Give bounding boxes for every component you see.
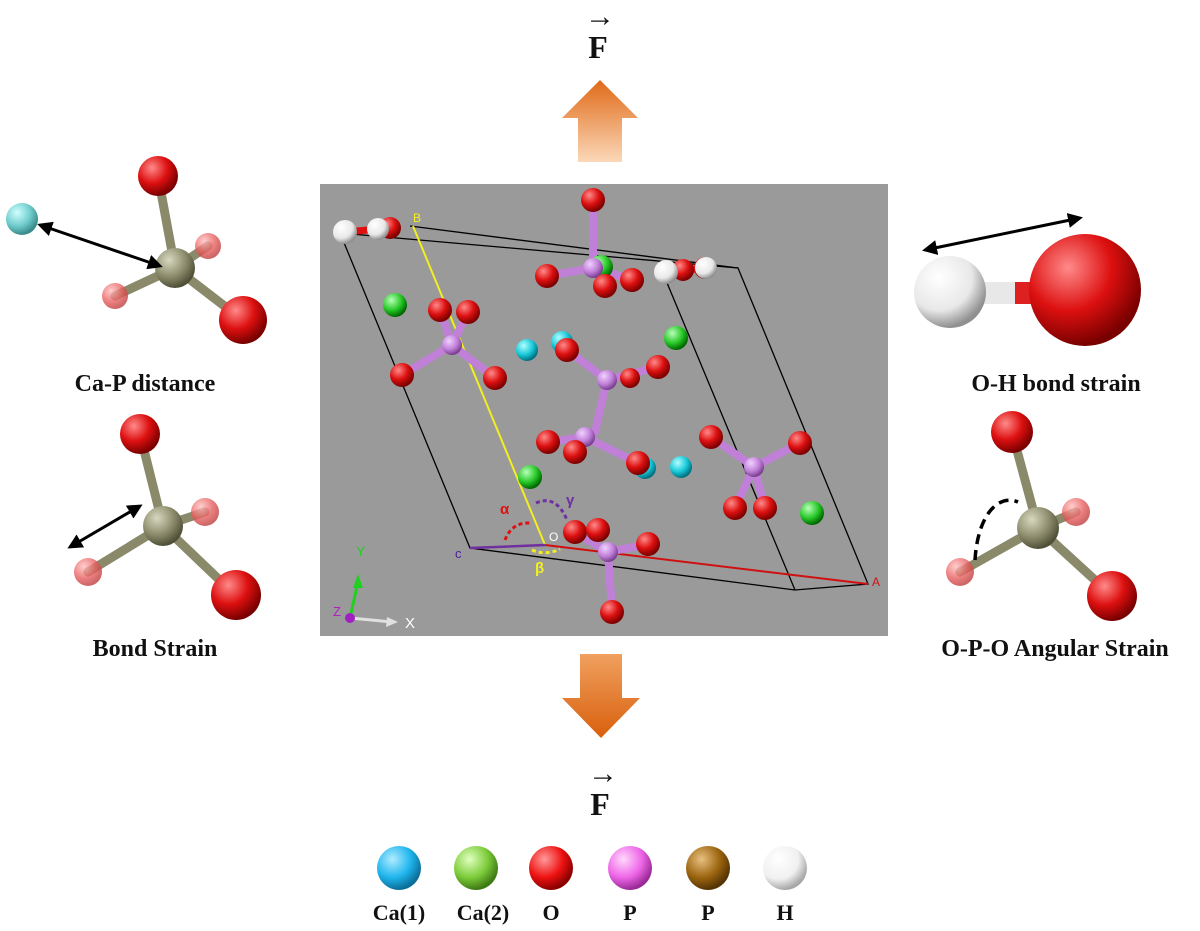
top-force-arrow [562,80,638,162]
axis-triad: Y Z X [333,543,415,632]
svg-text:Ca(1): Ca(1) [373,900,426,925]
bottom-force: → F [562,654,640,822]
ca-p-distance-label: Ca-P distance [75,371,216,397]
legend-item-o: O [529,846,573,925]
bond-strain-arrow [67,504,143,549]
svg-text:P: P [623,900,636,925]
triad-x-label: X [405,615,415,632]
opo-angle-arc [973,498,1019,561]
axis-c-label: c [455,546,462,561]
svg-text:O: O [542,900,559,925]
unit-cell-panel: B A c O α γ β [320,184,888,636]
axis-b-label: B [413,211,421,225]
svg-text:Ca(2): Ca(2) [457,900,510,925]
opo-angular-strain-label: O-P-O Angular Strain [941,636,1169,662]
gamma-label: γ [566,492,575,509]
bond-strain-label: Bond Strain [93,636,218,662]
hydrogen-atoms [333,218,717,284]
beta-label: β [535,560,544,577]
alpha-label: α [500,501,510,518]
origin-label: O [549,530,558,544]
gamma-arc [535,499,569,521]
beta-arc [531,547,561,555]
ca-p-distance-arrow [37,221,163,270]
ca-p-distance-panel: Ca-P distance [6,156,267,397]
legend-item-ca1: Ca(1) [373,846,426,925]
legend: Ca(1) Ca(2) O P P H [373,846,807,925]
legend-item-p-pink: P [608,846,652,925]
legend-item-h: H [763,846,807,925]
top-force: → F [562,0,638,162]
svg-text:P: P [701,900,714,925]
phosphorus-atoms [442,258,764,562]
axis-c-line [469,543,546,550]
bottom-force-label: F [590,786,610,822]
triad-z-label: Z [333,604,341,619]
bond-strain-panel: Bond Strain [67,414,261,662]
alpha-arc [503,521,531,541]
top-force-vector-mark: → [585,0,615,33]
top-force-label: F [588,29,608,65]
svg-text:H: H [776,900,793,925]
legend-item-p-brown: P [686,846,730,925]
triad-y-label: Y [356,543,366,559]
axis-a-label: A [872,575,880,589]
oh-bond-strain-label: O-H bond strain [971,371,1140,397]
calcium2-atoms [383,255,824,525]
axis-b-line [412,225,546,546]
bottom-force-arrow [562,654,640,738]
bottom-force-vector-mark: → [588,757,618,790]
legend-item-ca2: Ca(2) [454,846,509,925]
oh-bond-strain-arrow [922,213,1083,255]
opo-angular-strain-panel: O-P-O Angular Strain [941,411,1169,662]
oh-bond-strain-panel: O-H bond strain [914,213,1141,397]
